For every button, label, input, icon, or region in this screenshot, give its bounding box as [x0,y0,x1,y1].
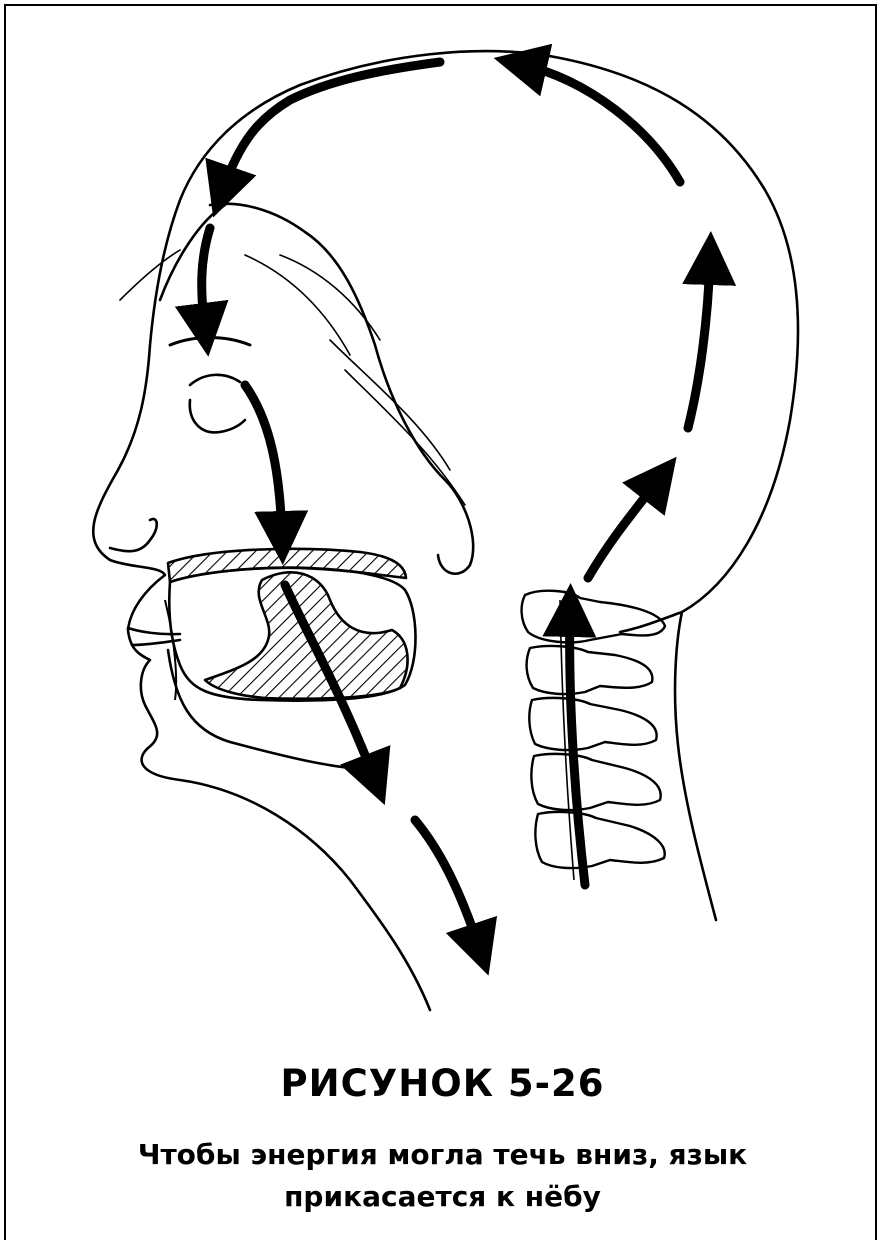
figure-title: РИСУНОК 5-26 [0,1062,885,1105]
eye-lid [190,400,245,432]
vertebra-1 [522,591,665,643]
arrow-throat-down [415,820,480,950]
caption-line-2: прикасается к нёбу [0,1176,885,1218]
arrow-crown-back [222,62,440,192]
vertebra-2 [527,646,653,694]
spine [522,591,665,880]
arrow-forehead-down [202,228,210,330]
vertebra-3 [529,698,656,750]
eyebrow [170,338,250,346]
nostril [110,519,157,551]
skull-contour [300,51,798,920]
arrow-back-head-up [688,258,710,428]
arrow-face-down [245,385,282,538]
hair-strand-1 [245,255,350,355]
vertebra-5 [535,812,664,868]
eye-upper [190,375,240,385]
vertebra-4 [531,754,660,810]
arrow-neck-up [588,478,660,578]
figure-caption: Чтобы энергия могла течь вниз, язык прик… [0,1134,885,1218]
caption-line-1: Чтобы энергия могла течь вниз, язык [0,1134,885,1176]
hair-strand-3 [330,340,450,470]
mouth-cavity [165,549,416,701]
neck-back [620,612,682,632]
hair-strand-4 [345,370,465,505]
arrow-back-top [520,64,680,182]
hair-strand-2 [280,255,380,340]
